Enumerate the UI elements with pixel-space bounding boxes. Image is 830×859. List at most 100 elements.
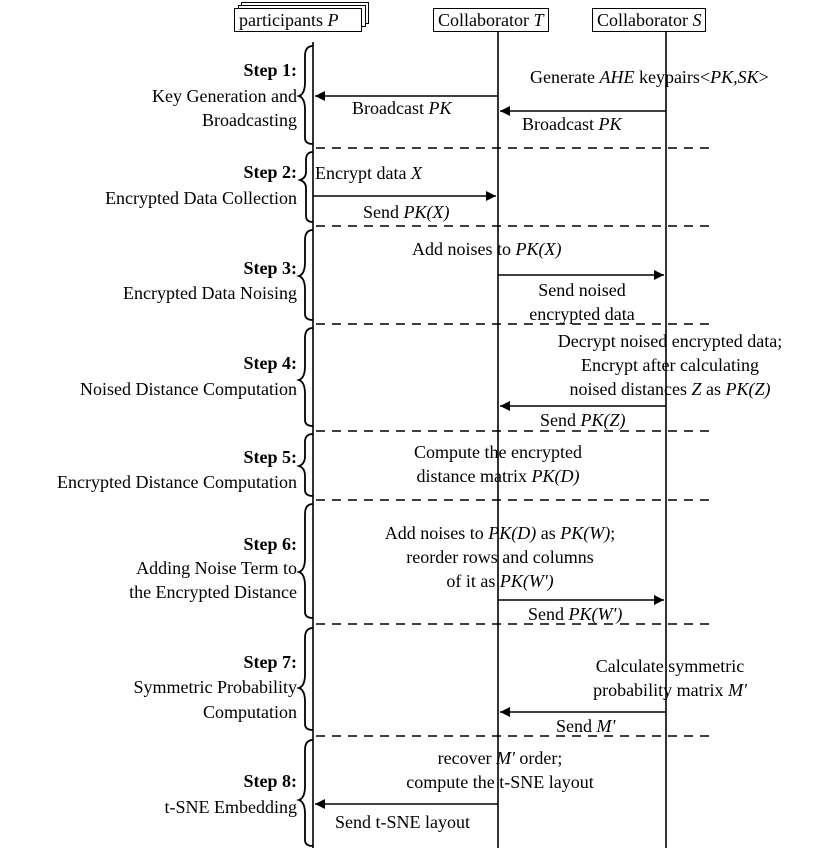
msg-add-noises-pkw: PK(W): [560, 523, 611, 543]
step-7-desc-line1: Symmetric Probability: [133, 677, 298, 697]
msg-broadcast-s-pk: PK: [598, 114, 622, 134]
msg-recover-order: recover M' order; compute the t-SNE layo…: [380, 746, 620, 794]
msg-send-pkx: Send PK(X): [363, 200, 449, 224]
msg-send-m-value: M': [596, 716, 616, 736]
step-3-desc-line1: Encrypted Data Noising: [123, 283, 297, 303]
msg-send-pkx-value: PK(X): [403, 202, 450, 222]
brace-step-8: [296, 739, 314, 847]
msg-send-pkx-text: Send: [363, 202, 404, 222]
msg-send-m-prime: Send M': [556, 714, 615, 738]
msg-send-pkz-text: Send: [540, 410, 581, 430]
msg-reorder-line3: of it as PK(W'): [350, 569, 650, 593]
msg-add-noises-text: Add noises to: [412, 239, 516, 259]
msg-decrypt-line3-text: noised distances: [569, 379, 692, 399]
brace-step-1: [296, 45, 314, 145]
step-7-desc-line2: Computation: [203, 702, 297, 722]
brace-step-7: [296, 627, 314, 731]
msg-send-noised-line1: Send noised: [538, 280, 626, 300]
msg-calc-line1: Calculate symmetric: [595, 656, 745, 676]
msg-send-pkw-text: Send: [528, 604, 569, 624]
msg-add-noises-pkd-line1: Add noises to PK(D) as PK(W);: [350, 521, 650, 545]
brace-step-6: [296, 503, 314, 619]
msg-recover-order-text: order;: [514, 748, 563, 768]
msg-compute-pkd: PK(D): [531, 466, 580, 486]
msg-generate-pksk: PK,SK: [710, 67, 759, 87]
msg-reorder-pkw-prime: PK(W'): [499, 571, 554, 591]
step-2-desc-line1: Encrypted Data Collection: [105, 188, 297, 208]
msg-recover-line1: recover M' order;: [380, 746, 620, 770]
msg-send-pkw-value: PK(W'): [568, 604, 623, 624]
msg-compute-line2: distance matrix PK(D): [390, 464, 606, 488]
step-1-desc-line1: Key Generation and: [152, 86, 297, 106]
msg-broadcast-t-text: Broadcast: [352, 98, 429, 118]
header-collaborator-t-label: Collaborator: [438, 10, 529, 30]
msg-decrypt-line3: noised distances Z as PK(Z): [520, 377, 820, 401]
msg-encrypt-data: Encrypt data X: [315, 161, 422, 185]
msg-recover-text: recover: [437, 748, 497, 768]
msg-send-noised-encrypted: Send noised encrypted data: [500, 278, 664, 326]
msg-broadcast-pk-t: Broadcast PK: [352, 96, 452, 120]
msg-recover-m-prime: M': [496, 748, 515, 768]
step-4-title: Step 4:: [243, 353, 298, 373]
msg-add-noises-semicolon: ;: [610, 523, 616, 543]
msg-add-noises-pkx-value: PK(X): [515, 239, 562, 259]
header-participants: participants P: [234, 8, 362, 32]
header-participants-symbol: P: [327, 10, 339, 30]
msg-decrypt-z: Z: [691, 379, 702, 399]
header-collaborator-s: Collaborator S: [592, 8, 707, 32]
msg-add-noises-pkd-value: PK(D): [488, 523, 537, 543]
msg-encrypt-x: X: [410, 163, 422, 183]
step-1-desc-line2: Broadcasting: [202, 110, 297, 130]
step-6-desc-line2: the Encrypted Distance: [129, 582, 297, 602]
header-collaborator-t-symbol: T: [533, 10, 544, 30]
brace-step-3: [296, 229, 314, 321]
step-8-title: Step 8:: [243, 771, 298, 791]
step-3-title: Step 3:: [243, 258, 298, 278]
msg-reorder-line2: reorder rows and columns: [406, 547, 594, 567]
msg-send-noised-line2: encrypted data: [529, 304, 635, 324]
msg-compute-line2-text: distance matrix: [416, 466, 532, 486]
msg-add-noises-as: as: [536, 523, 561, 543]
msg-calc-line2-text: probability matrix: [593, 680, 729, 700]
brace-step-5: [296, 433, 314, 497]
msg-send-pkz-value: PK(Z): [580, 410, 626, 430]
step-1-title: Step 1:: [243, 60, 298, 80]
step-5-desc-line1: Encrypted Distance Computation: [57, 472, 297, 492]
header-participants-label: participants: [239, 10, 323, 30]
msg-calc-m-prime: M': [728, 680, 747, 700]
msg-decrypt-line2: Encrypt after calculating: [581, 355, 759, 375]
msg-compute-line1: Compute the encrypted: [414, 442, 582, 462]
msg-decrypt-pkz: PK(Z): [725, 379, 771, 399]
brace-step-2: [297, 151, 314, 223]
msg-decrypt-line1: Decrypt noised encrypted data;: [557, 331, 783, 351]
msg-send-tsne-text: Send t-SNE layout: [335, 812, 470, 832]
msg-add-noises-pkd-text: Add noises to: [384, 523, 489, 543]
msg-recover-line2: compute the t-SNE layout: [406, 772, 594, 792]
msg-add-noises-pkx: Add noises to PK(X): [412, 237, 561, 261]
msg-send-tsne-layout: Send t-SNE layout: [335, 810, 470, 834]
msg-decrypt-noised: Decrypt noised encrypted data; Encrypt a…: [520, 329, 820, 401]
msg-generate-close: >: [758, 67, 769, 87]
step-5-title: Step 5:: [243, 447, 298, 467]
msg-reorder-line3-text: of it as: [446, 571, 500, 591]
brace-step-4: [296, 327, 314, 427]
msg-generate-keypairs: Generate AHE keypairs<PK,SK>: [530, 65, 769, 89]
msg-broadcast-s-text: Broadcast: [522, 114, 599, 134]
msg-add-noises-pkd: Add noises to PK(D) as PK(W); reorder ro…: [350, 521, 650, 593]
msg-generate-text: Generate: [530, 67, 600, 87]
step-6-desc-line1: Adding Noise Term to: [136, 558, 297, 578]
step-4-desc-line1: Noised Distance Computation: [80, 379, 297, 399]
step-2-title: Step 2:: [243, 162, 298, 182]
header-collaborator-s-label: Collaborator: [597, 10, 688, 30]
msg-compute-encrypted-distance: Compute the encrypted distance matrix PK…: [390, 440, 606, 488]
msg-send-pkw-prime: Send PK(W'): [528, 602, 622, 626]
msg-calculate-symmetric: Calculate symmetric probability matrix M…: [560, 654, 780, 702]
msg-broadcast-pk-s: Broadcast PK: [522, 112, 622, 136]
msg-decrypt-as: as: [701, 379, 726, 399]
step-6-title: Step 6:: [243, 534, 298, 554]
msg-generate-ahe: AHE: [599, 67, 635, 87]
header-collaborator-s-symbol: S: [692, 10, 702, 30]
step-8-desc-line1: t-SNE Embedding: [164, 797, 298, 817]
msg-broadcast-t-pk: PK: [428, 98, 452, 118]
